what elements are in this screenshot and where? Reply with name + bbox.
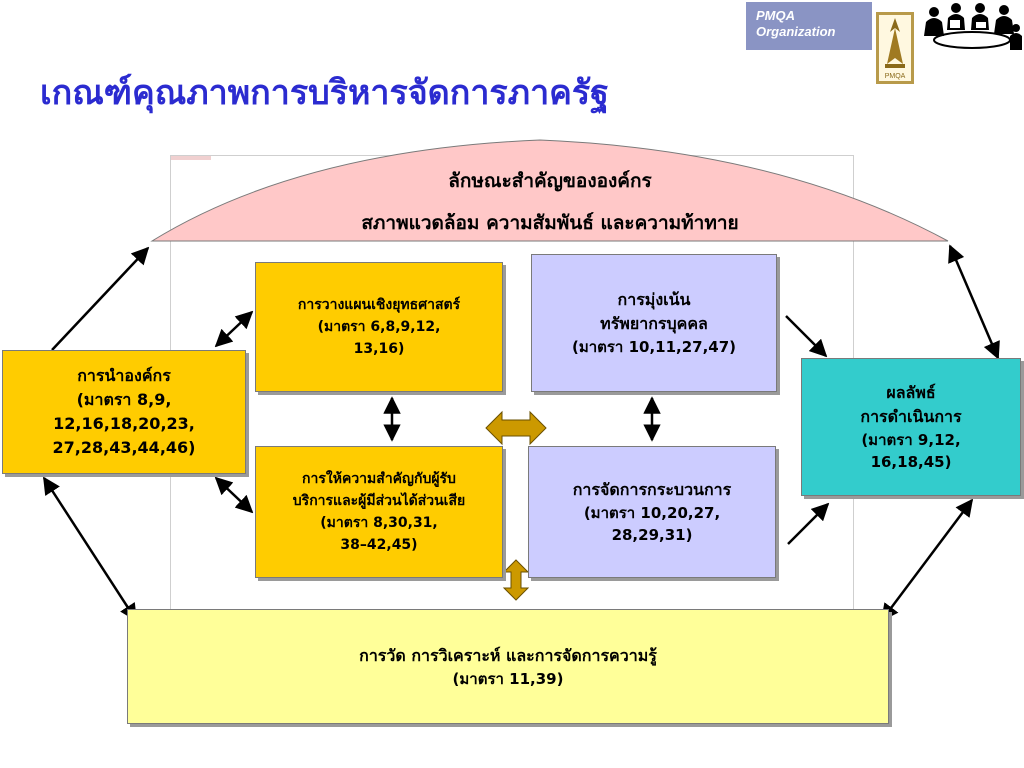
meeting-people-icon — [920, 0, 1024, 54]
box-customer-focus: การให้ความสำคัญกับผู้รับ บริการและผู้มีส… — [255, 446, 503, 578]
measurement-title: การวัด การวิเคราะห์ และการจัดการความรู้ — [359, 645, 657, 665]
measurement-ref: (มาตรา 11,39) — [452, 669, 564, 688]
arrow-process-results — [787, 502, 830, 545]
results-ref-2: 16,18,45) — [870, 453, 952, 471]
arrow-hr-results — [785, 315, 828, 358]
frame-marker — [171, 156, 211, 160]
logo-line-1: PMQA — [756, 8, 795, 23]
leadership-ref-3: 27,28,43,44,46) — [52, 438, 196, 457]
hr-line-2: ทรัพยากรบุคคล — [600, 314, 708, 333]
arrow-profile-results — [948, 244, 1000, 360]
box-process-management: การจัดการกระบวนการ (มาตรา 10,20,27, 28,2… — [528, 446, 776, 578]
hr-ref: (มาตรา 10,11,27,47) — [571, 338, 737, 356]
box-workforce-focus: การมุ่งเน้น ทรัพยากรบุคคล (มาตรา 10,11,2… — [531, 254, 777, 392]
double-arrow-horizontal — [485, 410, 547, 446]
organizational-profile-text: ลักษณะสำคัญขององค์กร สภาพแวดล้อม ความสัม… — [160, 160, 940, 244]
emblem-caption: PMQA — [885, 73, 906, 80]
leadership-title: การนำองค์กร — [77, 366, 171, 385]
strategy-ref-2: 13,16) — [353, 341, 405, 357]
box-results: ผลลัพธ์ การดำเนินการ (มาตรา 9,12, 16,18,… — [801, 358, 1021, 496]
hr-line-1: การมุ่งเน้น — [617, 290, 691, 309]
leadership-ref-1: (มาตรา 8,9, — [76, 390, 172, 409]
strategy-title: การวางแผนเชิงยุทธศาสตร์ — [297, 297, 461, 313]
profile-line-2: สภาพแวดล้อม ความสัมพันธ์ และความท้าทาย — [361, 212, 739, 234]
box-measurement-analysis: การวัด การวิเคราะห์ และการจัดการความรู้ … — [127, 609, 889, 724]
customer-ref-1: (มาตรา 8,30,31, — [320, 515, 438, 531]
leadership-ref-2: 12,16,18,20,23, — [53, 414, 195, 433]
profile-line-1: ลักษณะสำคัญขององค์กร — [448, 170, 652, 192]
page-title: เกณฑ์คุณภาพการบริหารจัดการภาครัฐ — [40, 73, 609, 113]
arrow-leadership-profile — [51, 246, 150, 351]
organizational-profile-dome — [150, 139, 949, 242]
customer-line-1: การให้ความสำคัญกับผู้รับ — [302, 471, 456, 487]
process-ref-1: (มาตรา 10,20,27, — [583, 504, 721, 522]
strategy-ref-1: (มาตรา 6,8,9,12, — [317, 319, 441, 335]
arrow-leadership-measurement — [42, 476, 138, 622]
results-line-1: ผลลัพธ์ — [886, 383, 936, 402]
double-arrow-vertical — [502, 559, 530, 601]
results-ref-1: (มาตรา 9,12, — [861, 431, 961, 449]
arrow-results-measurement — [880, 498, 974, 622]
arrow-leadership-customer — [214, 476, 254, 514]
box-strategic-planning: การวางแผนเชิงยุทธศาสตร์ (มาตรา 6,8,9,12,… — [255, 262, 503, 392]
arrow-leadership-strategy — [214, 310, 254, 348]
results-line-2: การดำเนินการ — [860, 407, 962, 426]
box-leadership: การนำองค์กร (มาตรา 8,9, 12,16,18,20,23, … — [2, 350, 246, 474]
pmqa-organization-logo: PMQA Organization — [746, 2, 872, 50]
customer-ref-2: 38–42,45) — [340, 537, 418, 553]
pmqa-emblem-icon: PMQA — [876, 12, 914, 84]
process-ref-2: 28,29,31) — [611, 526, 693, 544]
process-title: การจัดการกระบวนการ — [572, 480, 732, 499]
logo-line-2: Organization — [756, 24, 836, 39]
customer-line-2: บริการและผู้มีส่วนได้ส่วนเสีย — [292, 493, 466, 509]
